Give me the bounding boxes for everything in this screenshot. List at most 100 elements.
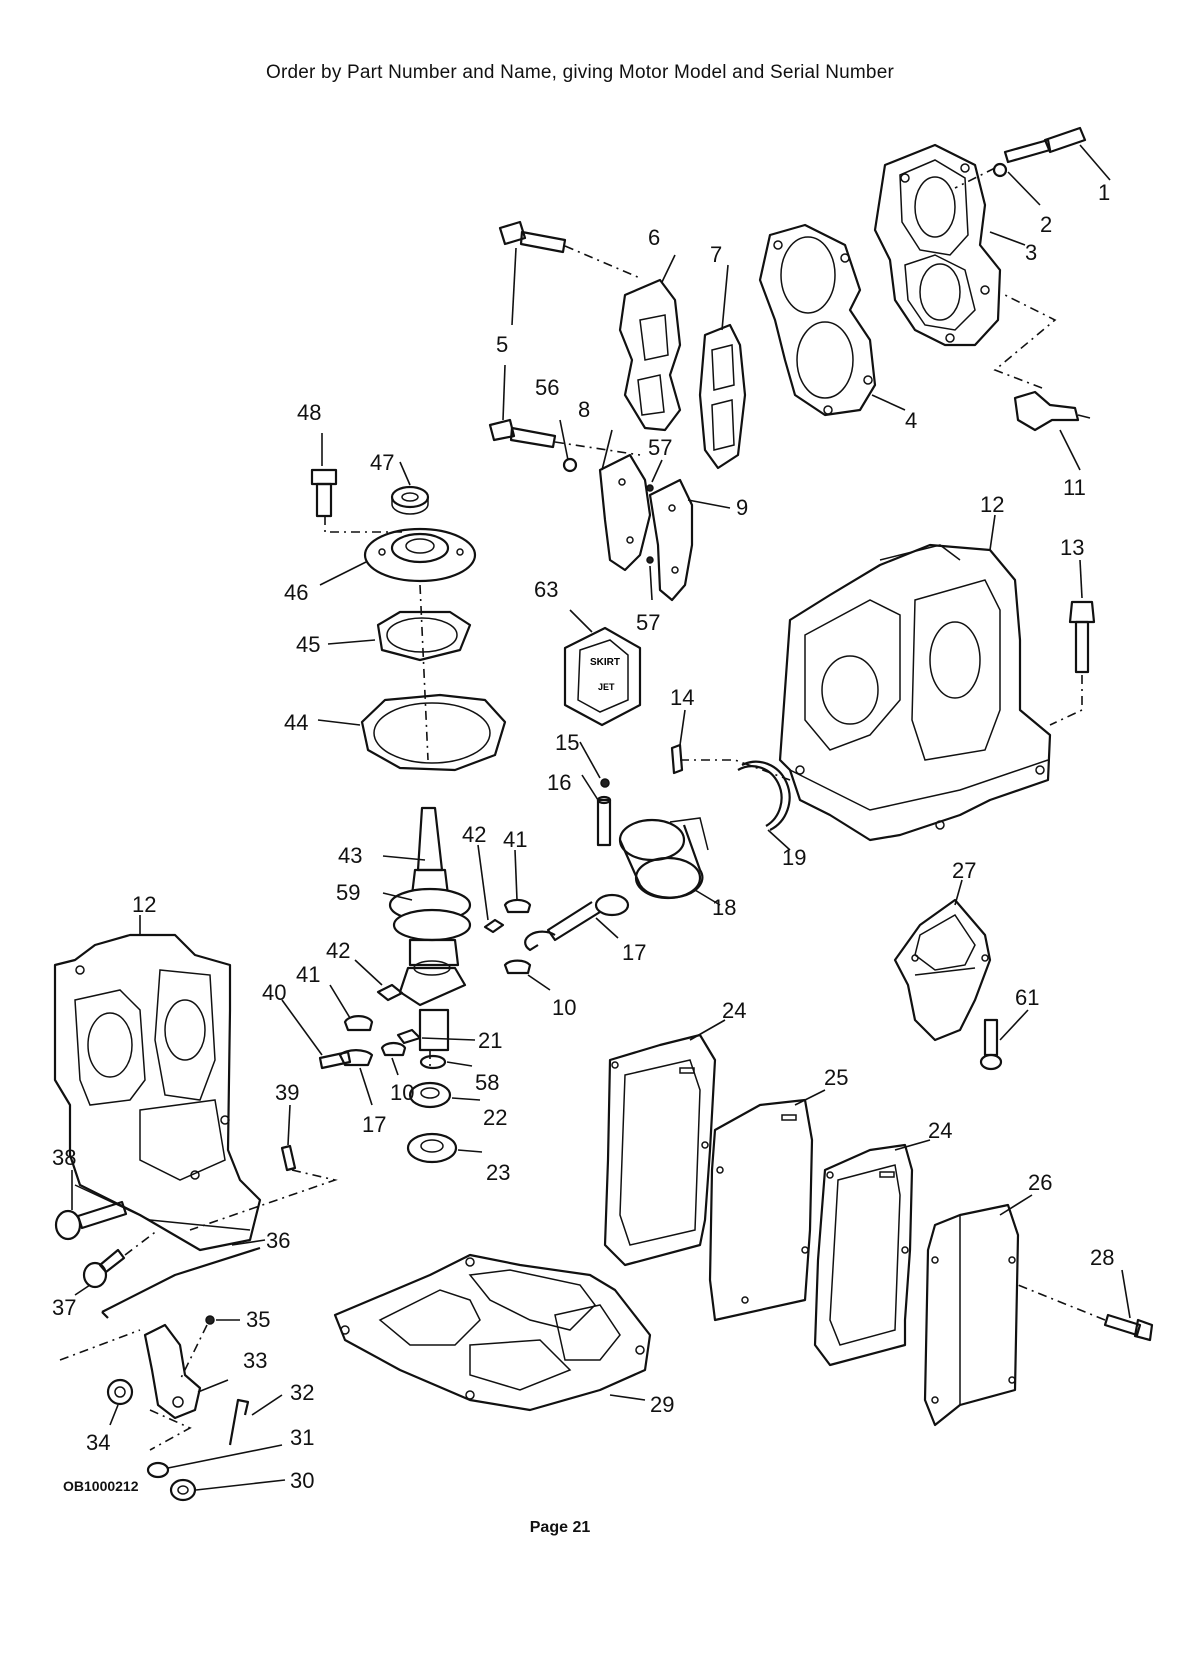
reed-plate-8 [598, 453, 652, 572]
callout-39: 39 [275, 1080, 299, 1105]
manifold-bolt-upper [498, 220, 567, 254]
callout-10-upper: 10 [552, 995, 576, 1020]
page-number: Page 21 [529, 1519, 591, 1536]
callout-61: 61 [1015, 985, 1039, 1010]
callout-15: 15 [555, 730, 579, 755]
bearing-21 [396, 1028, 422, 1045]
callout-24-right: 24 [928, 1118, 952, 1143]
callout-26: 26 [1028, 1170, 1052, 1195]
callout-1: 1 [1098, 180, 1110, 205]
callout-46: 46 [284, 580, 308, 605]
callout-17-upper: 17 [622, 940, 646, 965]
exhaust-cover-gasket [698, 323, 747, 470]
reed-plate-9 [648, 478, 694, 602]
callout-41-lower: 41 [296, 962, 320, 987]
cylinder-head-gasket [758, 223, 877, 417]
callout-3: 3 [1025, 240, 1037, 265]
pin-clip-15 [600, 778, 610, 788]
upper-bearing-housing-46 [363, 527, 477, 583]
order-instructions-header: Order by Part Number and Name, giving Mo… [266, 62, 894, 83]
screw-57-upper [646, 484, 654, 492]
o-ring-45 [376, 610, 472, 662]
piston [618, 817, 709, 900]
callout-35: 35 [246, 1307, 270, 1332]
callout-38: 38 [52, 1145, 76, 1170]
head-bolt-1 [1003, 126, 1087, 164]
callout-33: 33 [243, 1348, 267, 1373]
exhaust-cover-27 [893, 898, 992, 1042]
crankcase-gasket-29 [333, 1253, 652, 1412]
spark-plug [1013, 390, 1091, 432]
callout-43: 43 [338, 843, 362, 868]
gasket-44 [360, 693, 507, 772]
callout-47: 47 [370, 450, 394, 475]
cage-41-lower [343, 1015, 374, 1032]
callout-25: 25 [824, 1065, 848, 1090]
cage-10-upper [503, 959, 532, 975]
exhaust-cover [618, 278, 682, 432]
callout-2: 2 [1040, 212, 1052, 237]
throttle-bracket-33 [143, 1323, 202, 1420]
callout-63: 63 [534, 577, 558, 602]
callout-10-lower: 10 [390, 1080, 414, 1105]
callout-58: 58 [475, 1070, 499, 1095]
spring-32 [228, 1398, 250, 1446]
svg-text:SKIRT: SKIRT [590, 657, 620, 668]
piston-pin [596, 795, 612, 847]
callout-6: 6 [648, 225, 660, 250]
callout-13: 13 [1060, 535, 1084, 560]
washer-31 [146, 1461, 170, 1479]
rod-bolt-40 [318, 1050, 352, 1070]
decal-card-63: SKIRT JET [563, 626, 642, 727]
callout-42-lower: 42 [326, 938, 350, 963]
cage-41-upper [503, 898, 532, 914]
seal-47 [390, 485, 430, 515]
washer-58 [419, 1054, 447, 1070]
callout-40: 40 [262, 980, 286, 1005]
callout-5: 5 [496, 332, 508, 357]
cover-bolt-28 [1103, 1313, 1154, 1342]
cylinder-block [778, 543, 1052, 842]
dowel-pin-39 [280, 1144, 297, 1172]
callout-14: 14 [670, 685, 694, 710]
callout-22: 22 [483, 1105, 507, 1130]
ball-bearing-22 [408, 1081, 452, 1109]
callout-11: 11 [1063, 475, 1086, 500]
callout-42-upper: 42 [462, 822, 486, 847]
exhaust-plate-25 [708, 1098, 814, 1322]
screw-61 [979, 1018, 1003, 1071]
callout-19: 19 [782, 845, 806, 870]
callout-57-lower: 57 [636, 610, 660, 635]
callout-9: 9 [736, 495, 748, 520]
callout-16: 16 [547, 770, 571, 795]
callout-44: 44 [284, 710, 308, 735]
callout-31: 31 [290, 1425, 314, 1450]
nut-30 [169, 1478, 197, 1502]
callout-48: 48 [297, 400, 321, 425]
manifold-bolt-lower [488, 418, 557, 449]
callout-8: 8 [578, 397, 590, 422]
crankcase-half [53, 933, 262, 1252]
callout-7: 7 [710, 242, 722, 267]
callout-37: 37 [52, 1295, 76, 1320]
plug-56 [562, 457, 578, 473]
callout-28: 28 [1090, 1245, 1114, 1270]
crankcase-screw-38 [54, 1200, 128, 1241]
callout-12-block: 12 [980, 492, 1004, 517]
callout-45: 45 [296, 632, 320, 657]
callout-41-upper: 41 [503, 827, 527, 852]
callout-18: 18 [712, 895, 736, 920]
callout-34: 34 [86, 1430, 110, 1455]
cage-10-lower [380, 1041, 407, 1057]
exhaust-gasket-24-right [813, 1143, 914, 1367]
callout-17-lower: 17 [362, 1112, 386, 1137]
exhaust-gasket-24-left [603, 1033, 717, 1267]
connecting-rod [524, 893, 630, 952]
callout-32: 32 [290, 1380, 314, 1405]
cylinder-head-cover [873, 143, 1002, 347]
locating-pin-14 [670, 743, 684, 775]
linkage-rod-36 [101, 1246, 261, 1319]
callout-36: 36 [266, 1228, 290, 1253]
callout-27: 27 [952, 858, 976, 883]
